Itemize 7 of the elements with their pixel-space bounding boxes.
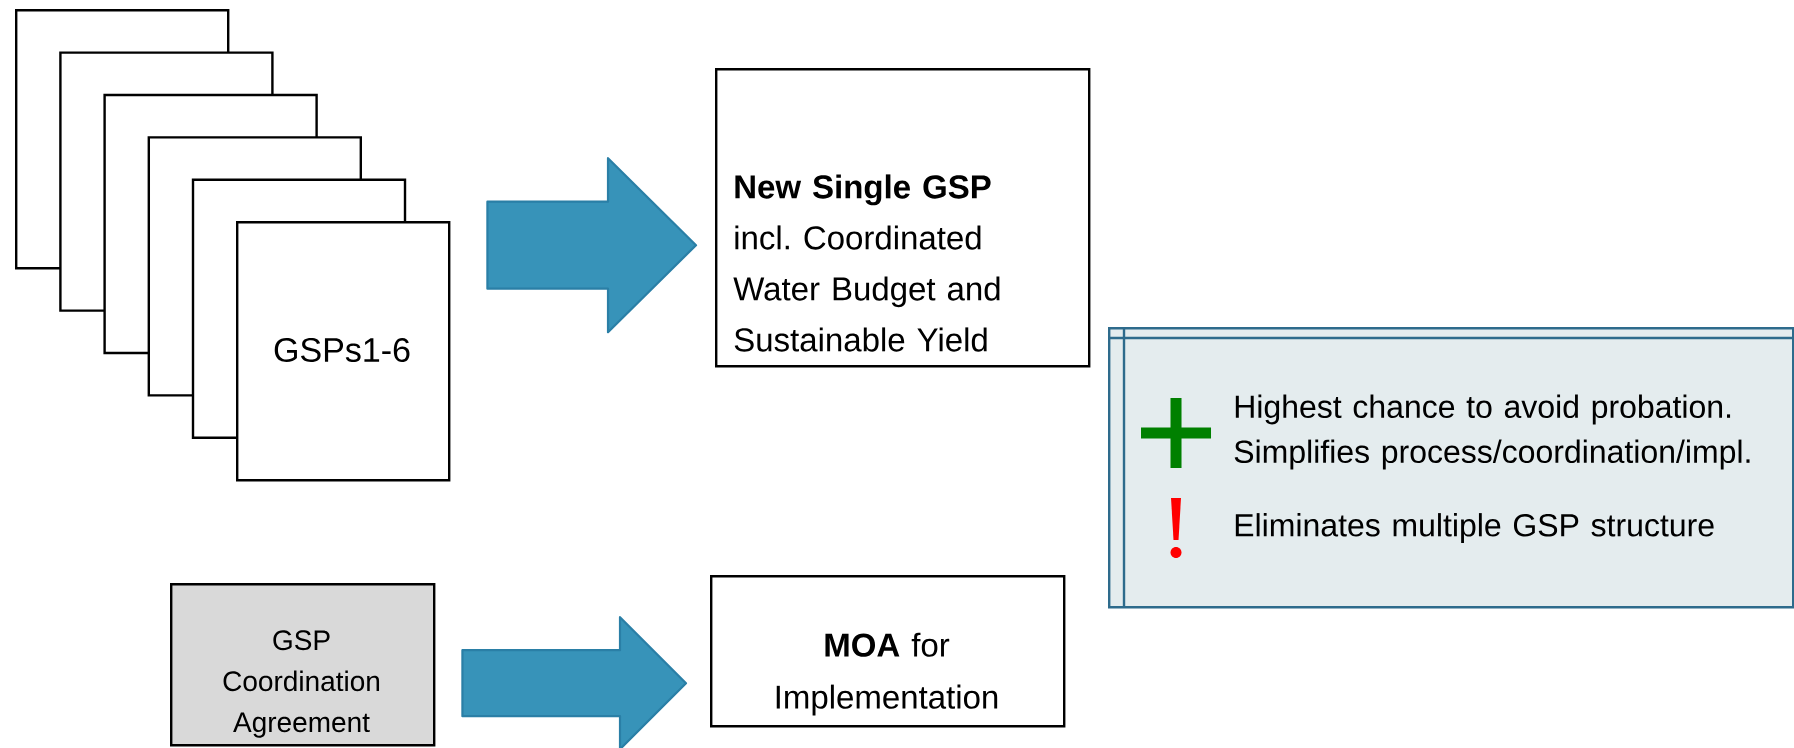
page-box: GSPs1-6 xyxy=(236,221,451,482)
text-box: New Single GSP incl. Coordinated Water Budget and Sustainable Yield xyxy=(715,68,1091,368)
info-panel: Highest chance to avoid probation. Simplifies process/coordination/impl. Eliminates multiple GSP structure xyxy=(1108,327,1794,609)
block-arrow xyxy=(486,157,698,334)
text-box: GSP Coordination Agreement xyxy=(170,583,436,747)
block-arrow xyxy=(461,616,688,748)
text-box: MOA for Implementation xyxy=(710,575,1066,728)
